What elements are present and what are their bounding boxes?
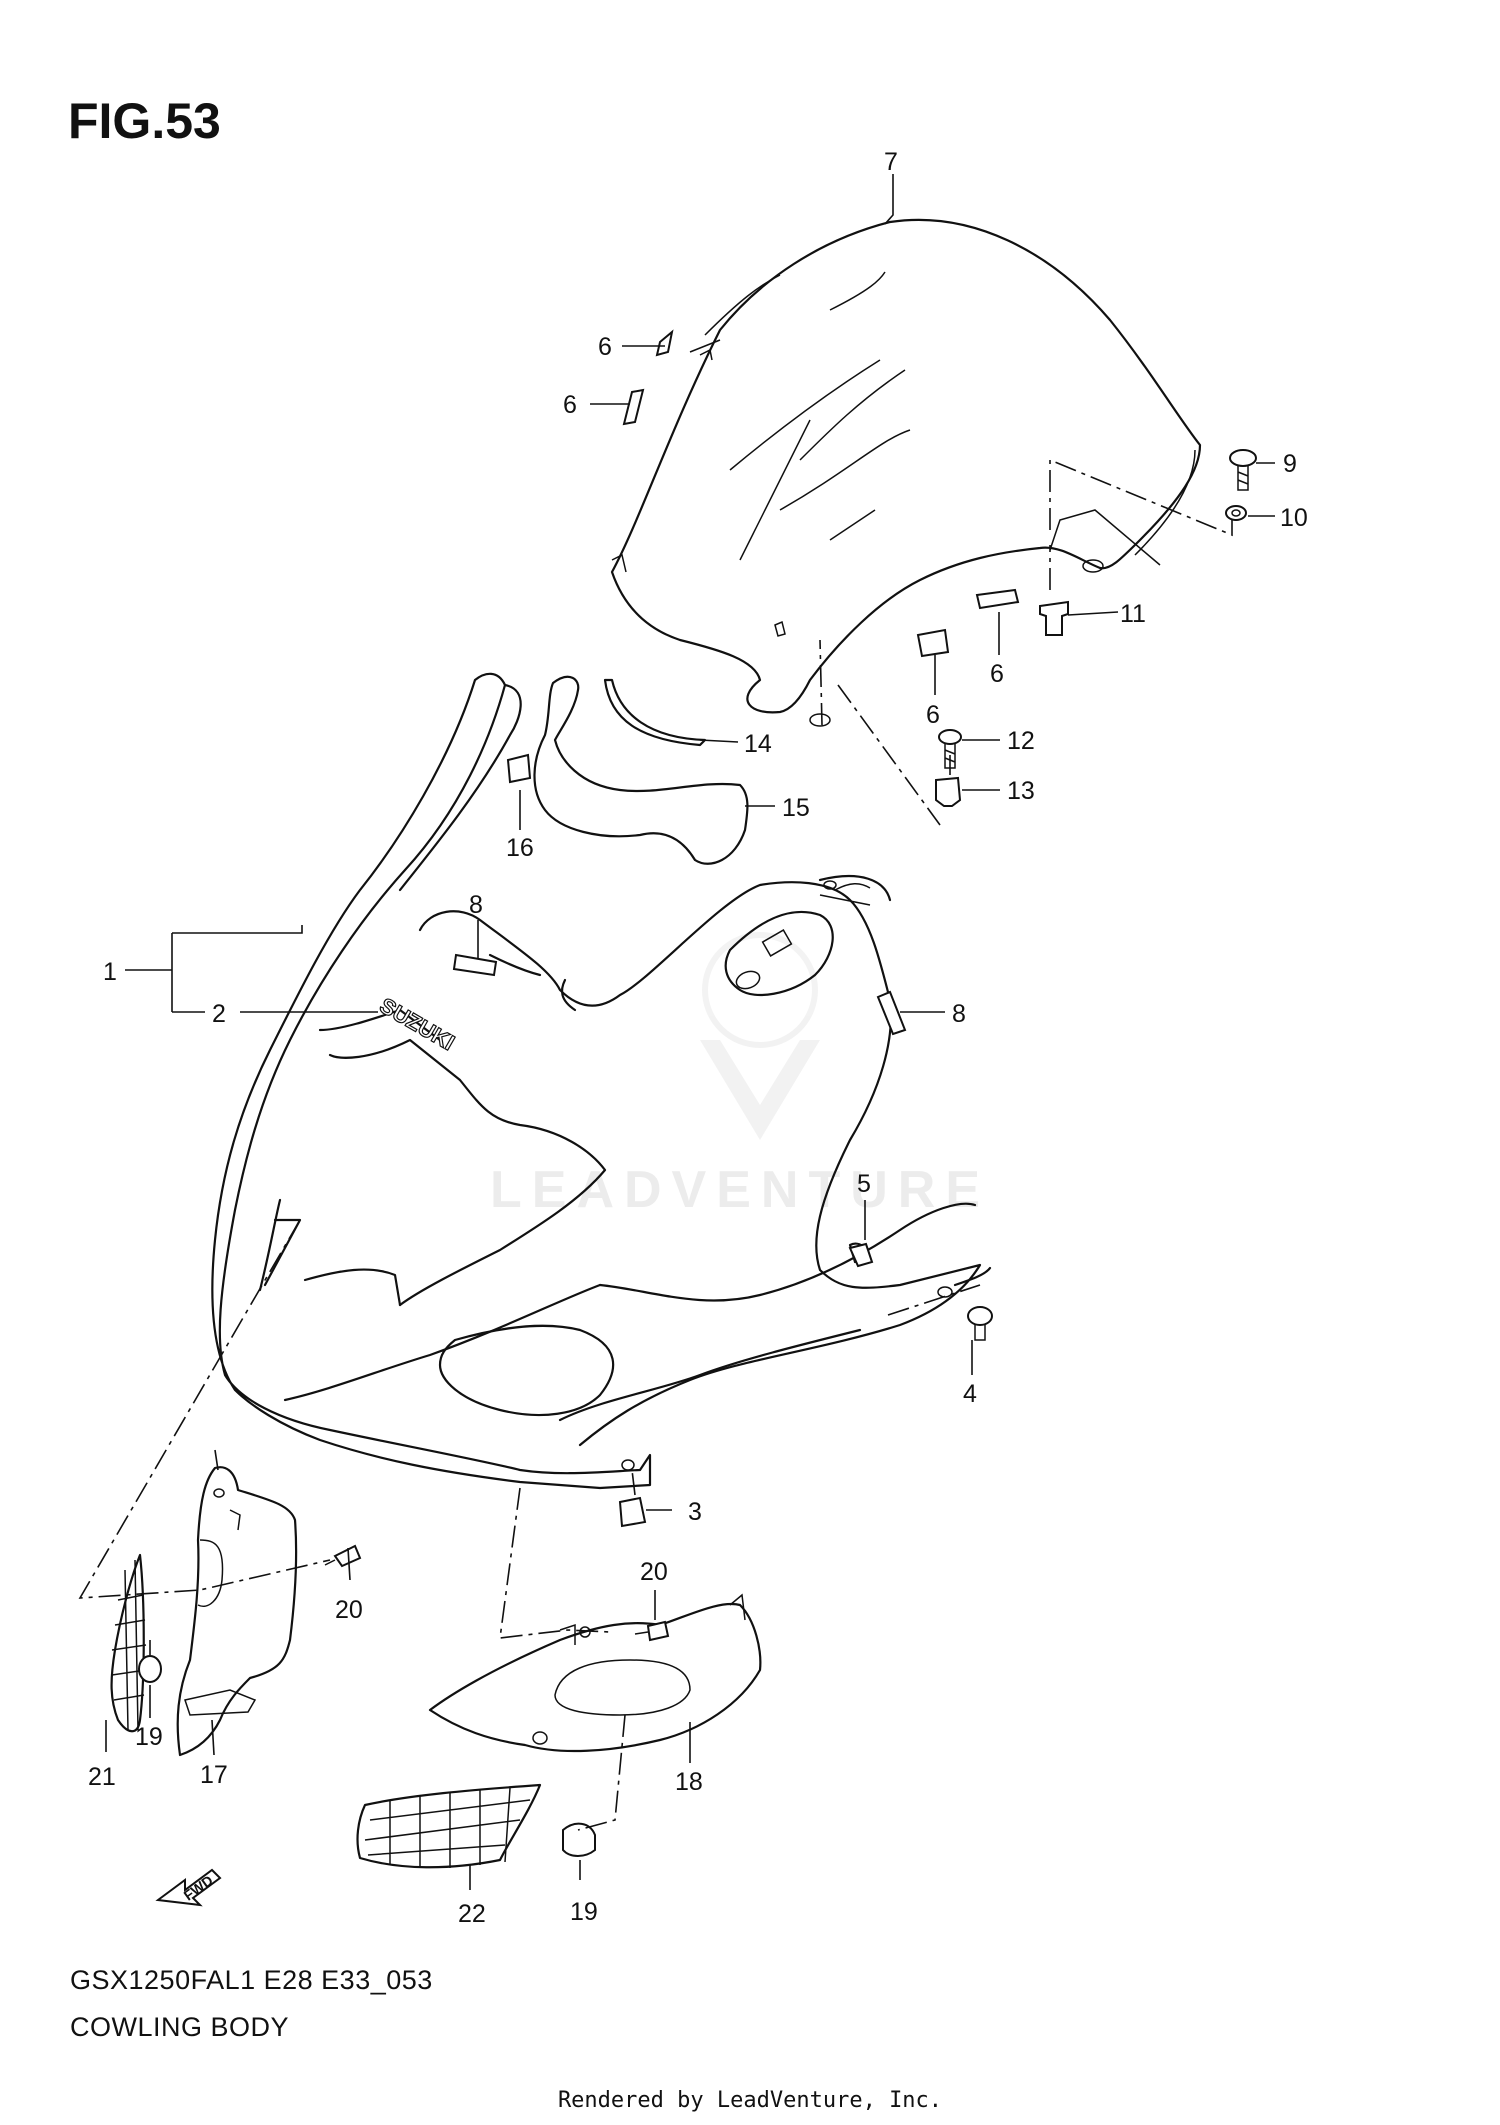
- nut-part-13: [935, 776, 962, 807]
- callout-6-b: 6: [563, 391, 577, 419]
- callout-8-b: 8: [952, 1000, 966, 1028]
- callout-8-a: 8: [469, 891, 483, 919]
- cowling-body-part-1: [211, 672, 992, 1490]
- screw-part-20-right: [634, 1620, 670, 1642]
- section-name: COWLING BODY: [70, 2012, 290, 2042]
- plug-part-19-left: [138, 1655, 162, 1683]
- mesh-part-21: [110, 1553, 147, 1733]
- figure-title: FIG.53: [68, 93, 221, 149]
- callout-6-a: 6: [598, 333, 612, 361]
- callout-3: 3: [688, 1498, 702, 1526]
- callout-7: 7: [884, 148, 898, 176]
- grommet-part-11: [1039, 600, 1069, 636]
- callout-9: 9: [1283, 450, 1297, 478]
- decal-part-6-c: [975, 588, 1020, 610]
- callout-20-right: 20: [640, 1558, 668, 1586]
- decal-part-6-b: [622, 388, 645, 426]
- bolt-part-12: [938, 729, 962, 769]
- leader-lines: [105, 174, 1275, 1890]
- assembly-lines: [78, 458, 1233, 1831]
- callout-20-left: 20: [335, 1596, 363, 1624]
- rendered-by-footer: Rendered by LeadVenture, Inc.: [557, 2088, 943, 2113]
- callout-6-d: 6: [926, 701, 940, 729]
- callout-14: 14: [744, 730, 772, 758]
- plug-part-19-lower: [562, 1822, 596, 1857]
- model-code: GSX1250FAL1 E28 E33_053: [70, 1965, 433, 1995]
- screw-part-20-left: [324, 1544, 362, 1568]
- mesh-part-22: [356, 1783, 542, 1869]
- callout-16: 16: [506, 834, 534, 862]
- decal-part-8-b: [876, 990, 907, 1036]
- callout-18: 18: [675, 1768, 703, 1796]
- inner-duct-part-17: [176, 1466, 298, 1757]
- windscreen-part-7: [610, 218, 1202, 727]
- callout-13: 13: [1007, 777, 1035, 805]
- callout-11: 11: [1120, 600, 1146, 628]
- callout-2: 2: [212, 1000, 226, 1028]
- callout-17: 17: [200, 1761, 228, 1789]
- callout-labels: 1 2 3 4 5 6 6 6 6 7 8 8 9 10 11 12 13 14…: [88, 148, 1308, 1928]
- callout-1: 1: [103, 958, 117, 986]
- callout-5: 5: [857, 1170, 871, 1198]
- callout-22: 22: [458, 1900, 486, 1928]
- inner-panel-part-15: [533, 675, 749, 865]
- callout-19-lower: 19: [570, 1898, 598, 1926]
- watermark-logo: [700, 932, 820, 1140]
- callout-21: 21: [88, 1763, 116, 1791]
- pad-part-16: [506, 753, 532, 784]
- callout-12: 12: [1007, 727, 1035, 755]
- forward-direction-arrow: FWD: [155, 1868, 222, 1907]
- callout-6-c: 6: [990, 660, 1004, 688]
- watermark: LEADVENTURE: [490, 1161, 991, 1219]
- lower-duct-part-18: [428, 1593, 762, 1753]
- decal-part-6-a: [655, 329, 674, 357]
- washer-part-10: [1225, 505, 1247, 521]
- callout-19-left: 19: [135, 1723, 163, 1751]
- trim-strip-part-14: [603, 678, 707, 747]
- clip-part-5: [848, 1242, 874, 1268]
- nut-part-3: [618, 1496, 647, 1528]
- callout-4: 4: [963, 1380, 977, 1408]
- callout-10: 10: [1280, 504, 1308, 532]
- decal-part-6-d: [916, 628, 950, 658]
- screw-part-9: [1229, 449, 1257, 491]
- screw-part-4: [967, 1306, 993, 1341]
- callout-15: 15: [782, 794, 810, 822]
- decal-part-8-a: [452, 953, 498, 977]
